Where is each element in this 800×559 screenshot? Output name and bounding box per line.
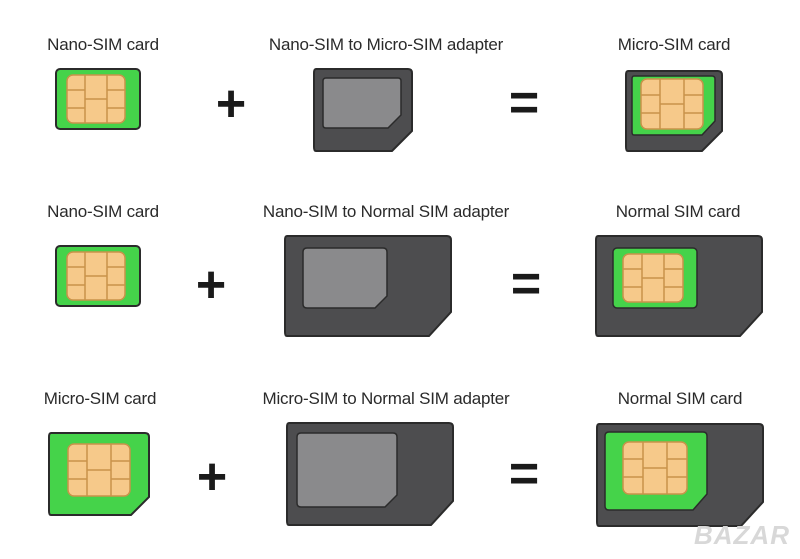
row2-left-label: Nano-SIM card (47, 202, 159, 221)
row1-plus: + (215, 75, 247, 133)
row2-normal-sim (595, 235, 763, 337)
row1-equals: = (508, 74, 540, 132)
row1-micro-chip (640, 78, 704, 130)
row1-left-label: Nano-SIM card (47, 35, 159, 54)
row2-nano-chip (66, 251, 126, 301)
row3-normal-adapter (286, 422, 454, 526)
row2-equals: = (510, 255, 542, 313)
row1-nano-sim (55, 68, 141, 130)
row2-normal-adapter (284, 235, 452, 337)
row3-left-label: Micro-SIM card (43, 389, 157, 408)
row3-normal-sim (596, 423, 764, 527)
row3-adapter-label: Micro-SIM to Normal SIM adapter (262, 389, 510, 408)
row3-result-label: Normal SIM card (617, 389, 743, 408)
row2-result-label: Normal SIM card (615, 202, 741, 221)
row2-nano-chip-in-adapter (622, 253, 684, 303)
row3-micro-sim (48, 432, 150, 516)
watermark-logo: BAZAR (694, 520, 790, 550)
row1-adapter-label: Nano-SIM to Micro-SIM adapter (268, 35, 504, 54)
row3-equals: = (508, 445, 540, 503)
row1-nano-chip (66, 74, 126, 124)
row1-micro-sim (625, 70, 723, 152)
row2-nano-sim (55, 245, 141, 307)
row1-micro-adapter (313, 68, 413, 152)
row2-adapter-label: Nano-SIM to Normal SIM adapter (262, 202, 510, 221)
row3-plus: + (196, 448, 228, 506)
row3-micro-chip-in-adapter (622, 441, 688, 495)
row1-result-label: Micro-SIM card (617, 35, 731, 54)
row2-plus: + (195, 256, 227, 314)
row3-micro-chip (67, 443, 131, 497)
